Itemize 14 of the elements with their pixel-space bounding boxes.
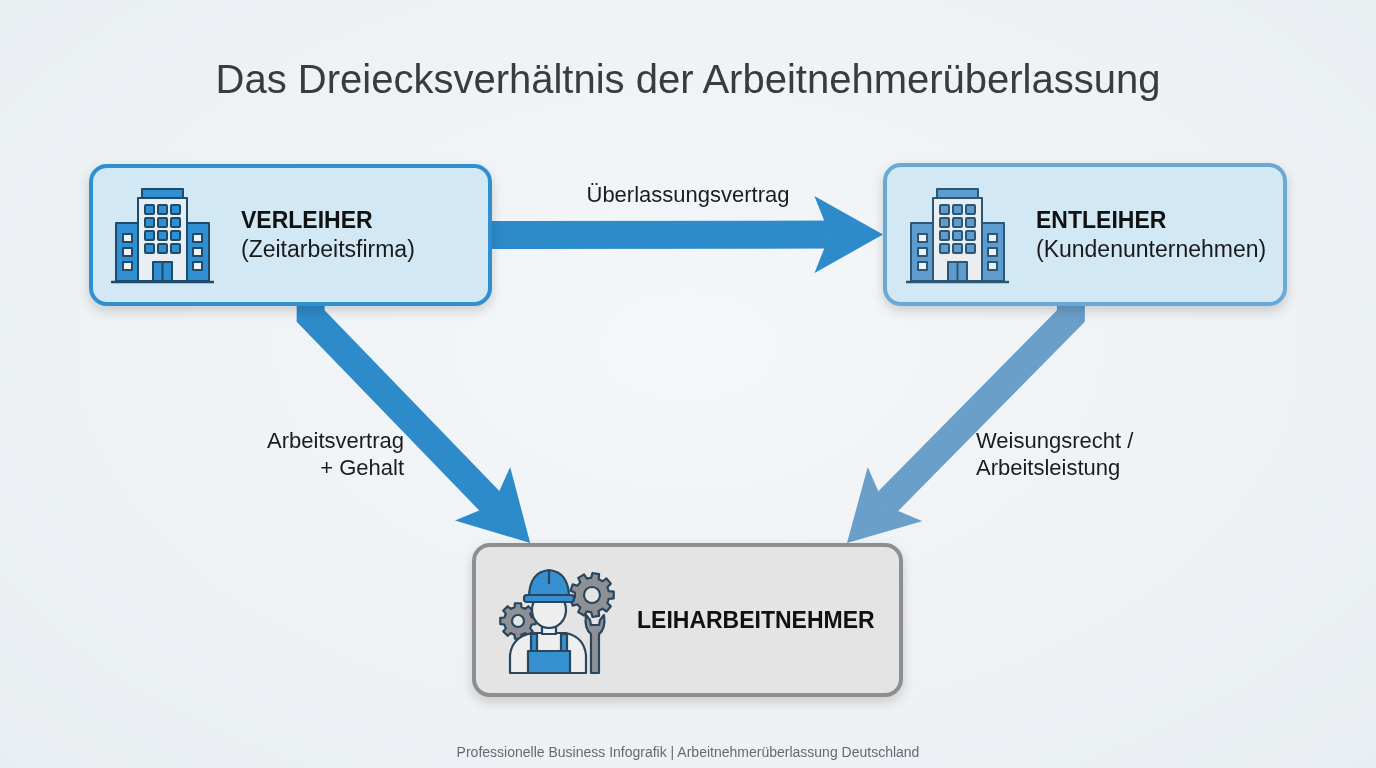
- edge-label: Arbeitsvertrag + Gehalt: [266, 427, 404, 481]
- company-box: [89, 164, 492, 306]
- node-title: LEIHARBEITNEHMER: [637, 605, 875, 635]
- node-subtitle: (Zeitarbeitsfirma): [241, 235, 415, 264]
- edge-label: Überlassungsvertrag: [585, 181, 791, 208]
- footer-caption: Professionelle Business Infografik | Arbeitnehmerüberlassung Deutschland: [456, 744, 920, 761]
- worker-box: [472, 543, 903, 697]
- diagram-title: Das Dreiecksverhältnis der Arbeitnehmerüberlassung: [215, 56, 1161, 102]
- arrow: [492, 196, 883, 274]
- node-title: ENTLEIHER: [1036, 205, 1168, 235]
- node-title: VERLEIHER: [241, 206, 374, 235]
- edge-label: Weisungsrecht / Arbeitsleistung: [976, 427, 1135, 481]
- company-box: [883, 163, 1287, 306]
- node-subtitle: (Kundenunternehmen): [1036, 234, 1267, 264]
